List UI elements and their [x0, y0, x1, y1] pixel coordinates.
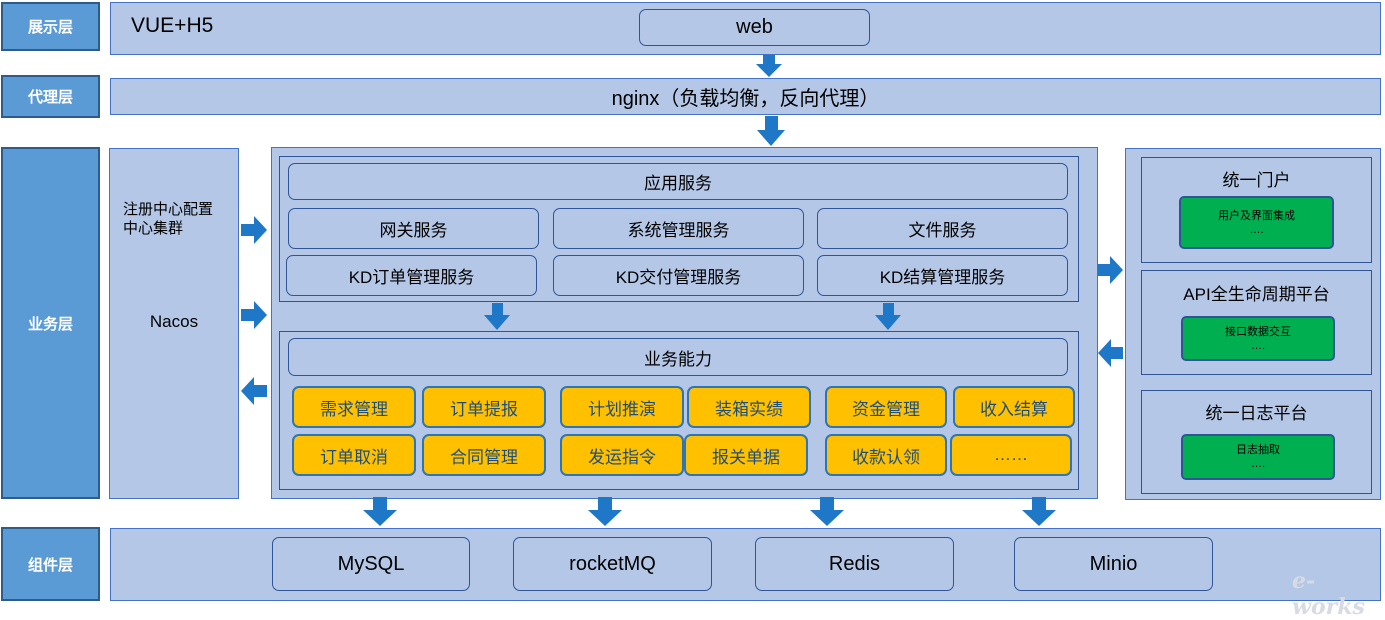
component-mysql: MySQL: [272, 537, 470, 591]
platform-api-inner: 接口数据交互 ….: [1181, 316, 1335, 361]
platform-log-inner-text: 日志抽取: [1236, 444, 1280, 456]
capability-revenue-settlement: 收入结算: [953, 386, 1075, 428]
layer-label-presentation: 展示层: [1, 2, 100, 51]
platform-portal-title: 统一门户: [1222, 171, 1291, 190]
registry-panel: [109, 148, 239, 499]
capability-shipping-instruction: 发运指令: [560, 434, 684, 476]
capability-header: 业务能力: [288, 338, 1068, 376]
arrow-down-components-2: [588, 497, 622, 526]
arrow-down-components-1: [363, 497, 397, 526]
arrow-right-platforms: [1098, 256, 1123, 284]
arrow-down-nginx-business: [757, 116, 785, 146]
component-minio: Minio: [1014, 537, 1213, 591]
service-kd-settlement: KD结算管理服务: [817, 255, 1068, 296]
platform-api-title: API全生命周期平台: [1183, 285, 1330, 304]
capability-more: ……: [950, 434, 1072, 476]
service-gateway: 网关服务: [288, 208, 539, 249]
registry-name: Nacos: [149, 312, 199, 331]
web-box: web: [639, 9, 870, 46]
capability-payment-claim: 收款认领: [825, 434, 947, 476]
platform-log-inner-more: ….: [1250, 458, 1266, 470]
arrow-down-services-cap-2: [875, 303, 901, 330]
app-services-header: 应用服务: [288, 163, 1068, 200]
arrow-right-registry-2: [241, 301, 267, 329]
platform-log-inner: 日志抽取 ….: [1181, 434, 1335, 480]
registry-title: 注册中心配置 中心集群: [123, 200, 213, 238]
layer-label-business: 业务层: [1, 147, 100, 499]
platform-portal-inner-text: 用户及界面集成: [1218, 209, 1295, 222]
capability-fund-management: 资金管理: [825, 386, 947, 428]
registry-title-line1: 注册中心配置: [123, 201, 214, 218]
presentation-tech-label: VUE+H5: [131, 14, 214, 37]
arrow-left-platforms: [1098, 339, 1123, 367]
arrow-down-services-cap-1: [484, 303, 510, 330]
capability-packing-actuals: 装箱实绩: [687, 386, 811, 428]
layer-label-component: 组件层: [1, 527, 100, 601]
platform-api-inner-more: ….: [1250, 339, 1266, 352]
capability-order-submission: 订单提报: [422, 386, 546, 428]
service-file: 文件服务: [817, 208, 1068, 249]
arrow-down-components-3: [810, 497, 844, 526]
platform-log-title: 统一日志平台: [1205, 404, 1308, 423]
component-redis: Redis: [755, 537, 954, 591]
arrow-right-registry-1: [241, 216, 267, 244]
platform-portal-inner: 用户及界面集成 ….: [1179, 196, 1334, 249]
platform-portal-inner-more: ….: [1249, 223, 1264, 236]
component-rocketmq: rocketMQ: [513, 537, 712, 591]
service-kd-delivery: KD交付管理服务: [553, 255, 804, 296]
arrow-left-registry-3: [241, 377, 267, 405]
capability-customs-documents: 报关单据: [684, 434, 808, 476]
capability-contract-management: 合同管理: [422, 434, 546, 476]
arrow-down-web-nginx: [756, 55, 782, 77]
service-kd-order: KD订单管理服务: [286, 255, 537, 296]
nginx-band: nginx（负载均衡，反向代理）: [110, 78, 1381, 115]
arrows-layer: [241, 55, 1123, 526]
service-system-management: 系统管理服务: [553, 208, 804, 249]
arrow-down-components-4: [1022, 497, 1056, 526]
registry-title-line2: 中心集群: [123, 220, 184, 237]
layer-label-proxy: 代理层: [1, 75, 100, 118]
capability-plan-deduction: 计划推演: [560, 386, 684, 428]
capability-order-cancel: 订单取消: [292, 434, 416, 476]
capability-demand-management: 需求管理: [292, 386, 416, 428]
platform-api-inner-text: 接口数据交互: [1225, 325, 1291, 338]
